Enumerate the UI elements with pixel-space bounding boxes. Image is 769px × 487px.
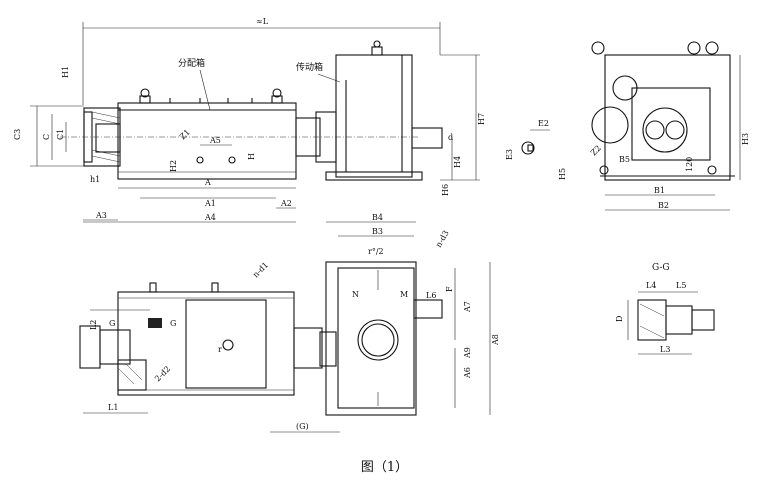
dim-C3: C3 bbox=[13, 129, 22, 140]
dim-Z1: Z1 bbox=[178, 128, 192, 142]
figure-caption: 图（1） bbox=[360, 460, 409, 475]
dim-G-left: G bbox=[109, 319, 115, 328]
label-section-gg: G-G bbox=[652, 263, 670, 273]
dim-A4: A4 bbox=[204, 213, 216, 222]
dim-A1: A1 bbox=[204, 199, 216, 208]
front-view: ≈L A5 Z1 C3 C C1 bbox=[13, 17, 486, 223]
dim-H2: H2 bbox=[169, 160, 178, 172]
dim-r-over-2: r°/2 bbox=[368, 247, 384, 256]
plan-view: r L2 G G 2-d2 L1 (G) n-d1 N M B4 bbox=[79, 213, 500, 433]
dim-H1: H1 bbox=[61, 66, 70, 78]
dim-L2: L2 bbox=[89, 320, 98, 330]
dim-G-right: G bbox=[170, 319, 176, 328]
dim-A6: A6 bbox=[463, 367, 472, 379]
dim-B1: B1 bbox=[654, 186, 665, 195]
dim-h1: h1 bbox=[90, 175, 100, 184]
dim-L5: L5 bbox=[676, 281, 686, 290]
dim-N: N bbox=[352, 290, 359, 299]
dim-120: 120 bbox=[685, 157, 694, 172]
dim-A9: A9 bbox=[463, 347, 472, 359]
dim-2-d2: 2-d2 bbox=[153, 364, 172, 383]
dim-L4: L4 bbox=[646, 281, 656, 290]
dim-A5: A5 bbox=[209, 136, 221, 145]
section-gg: G-G L4 L5 D L3 bbox=[615, 263, 715, 355]
dim-A7: A7 bbox=[463, 301, 472, 313]
dim-Z2: Z2 bbox=[589, 144, 603, 158]
dim-B5: B5 bbox=[619, 155, 630, 164]
dim-H3: H3 bbox=[741, 133, 750, 145]
dim-L1: L1 bbox=[108, 403, 118, 412]
dim-D: D bbox=[615, 316, 624, 322]
dim-A8: A8 bbox=[491, 334, 500, 346]
dim-A3: A3 bbox=[95, 211, 107, 220]
dim-n-d3: n-d3 bbox=[434, 229, 451, 249]
dim-H: H bbox=[247, 153, 256, 160]
dim-L6: L6 bbox=[426, 291, 436, 300]
side-view: B1 B2 H3 Z2 B5 120 H5 bbox=[558, 41, 750, 211]
dim-n-d1: n-d1 bbox=[251, 260, 270, 279]
dim-E3: E3 bbox=[505, 149, 514, 160]
dim-H7: H7 bbox=[477, 113, 486, 125]
dim-L3: L3 bbox=[660, 345, 670, 354]
dim-A2: A2 bbox=[280, 199, 292, 208]
dim-r-plan: r bbox=[218, 345, 222, 354]
dim-H5: H5 bbox=[558, 168, 567, 180]
dim-total-length: ≈L bbox=[256, 17, 269, 26]
dim-A: A bbox=[204, 178, 211, 187]
dim-B2: B2 bbox=[658, 201, 669, 210]
dim-H4: H4 bbox=[453, 156, 462, 168]
dim-paren-G: (G) bbox=[296, 422, 309, 431]
dim-M: M bbox=[400, 290, 408, 299]
dim-C: C bbox=[42, 134, 51, 140]
dim-B4: B4 bbox=[372, 213, 383, 222]
dim-B3: B3 bbox=[372, 227, 383, 236]
dim-E2: E2 bbox=[538, 119, 549, 128]
key-detail: E2 E3 bbox=[505, 119, 550, 160]
label-transmission-box: 传动箱 bbox=[296, 61, 323, 73]
dim-d: d bbox=[448, 133, 453, 142]
dim-C1: C1 bbox=[56, 129, 65, 140]
label-distribution-box: 分配箱 bbox=[178, 57, 205, 69]
dim-H6: H6 bbox=[441, 184, 450, 196]
dim-F: F bbox=[445, 286, 454, 292]
